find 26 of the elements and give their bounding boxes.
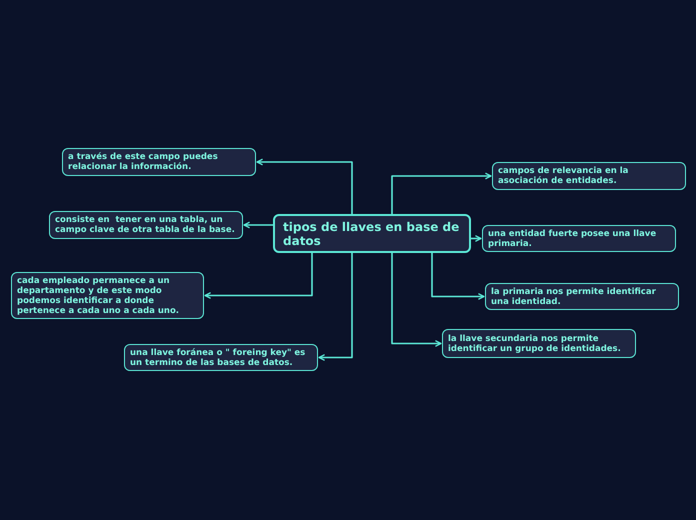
- subtopic-box: [62, 148, 256, 176]
- topic-text: consiste en tener en una tabla, un campo clave de otra tabla de la base.: [55, 215, 236, 235]
- connector-arrow: [204, 253, 313, 299]
- subtopic-box: [492, 162, 686, 190]
- topic-text: la primaria nos permite identificar una identidad.: [491, 286, 657, 306]
- topic-title: tipos de llaves en base de datos: [283, 220, 460, 248]
- topic-text: una llave foránea o " foreing key" es un termino de las bases de datos.: [130, 348, 306, 368]
- subtopic-box: [442, 329, 636, 358]
- subtopic-box: [49, 211, 243, 239]
- central-topic-box: [273, 214, 471, 253]
- topic-text: la llave secundaria nos permite identificar un grupo de identidades.: [448, 334, 622, 354]
- subtopic-box: [482, 225, 676, 252]
- connector-arrow: [431, 253, 485, 300]
- connector-arrow: [471, 235, 482, 242]
- subtopic-box: [124, 344, 318, 371]
- subtopic-box: [11, 272, 204, 319]
- topic-text: cada empleado permanece a un departamento y de este modo podemos identificar a donde pertenece a cada uno a cada uno.: [17, 276, 180, 316]
- topic-text: campos de relevancia en la asociación de entidades.: [498, 166, 630, 186]
- connector-arrow: [391, 172, 492, 214]
- connector-arrow: [256, 158, 353, 214]
- connector-arrow: [243, 222, 273, 228]
- subtopic-box: [485, 283, 679, 310]
- topic-text: una entidad fuerte posee una llave primaria.: [488, 228, 658, 248]
- topic-text: a través de este campo puedes relacionar la información.: [68, 152, 219, 172]
- connector-arrow: [318, 253, 353, 361]
- connector-arrow: [391, 253, 442, 347]
